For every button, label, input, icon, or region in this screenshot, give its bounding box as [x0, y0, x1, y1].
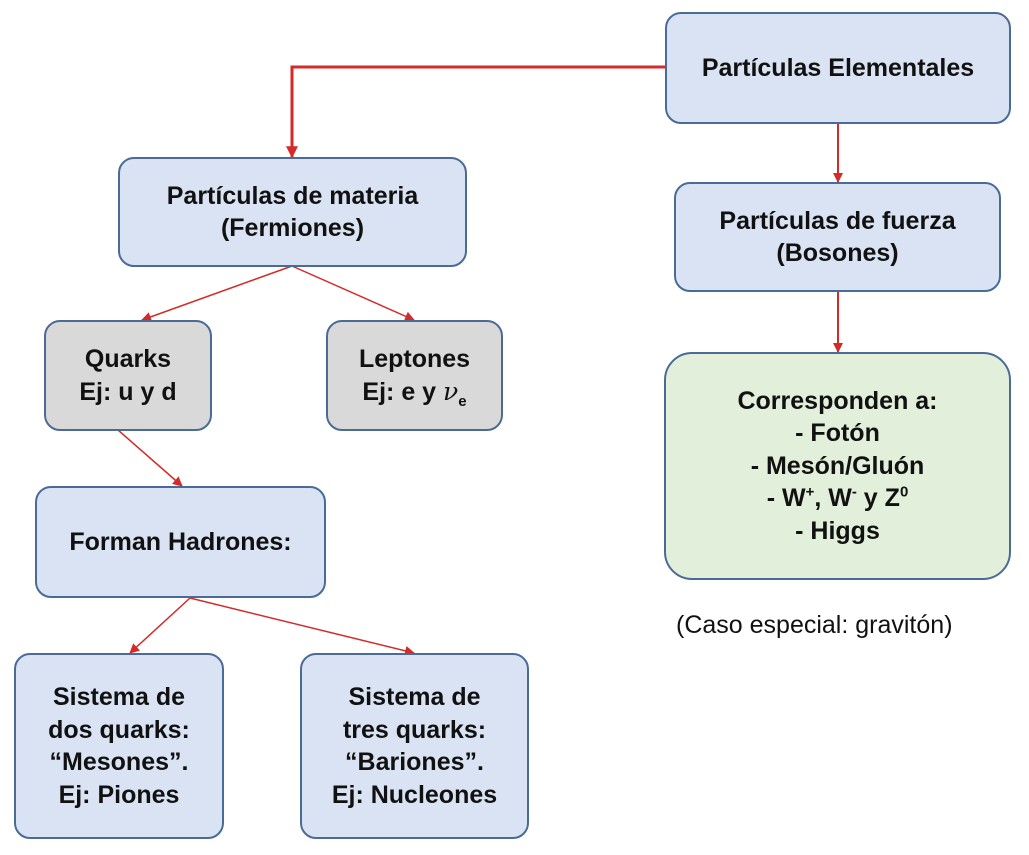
node-mesones: Sistema de dos quarks: “Mesones”. Ej: Pi… — [14, 653, 224, 839]
node-particulas-fuerza: Partículas de fuerza (Bosones) — [674, 182, 1001, 292]
node-forman-hadrones: Forman Hadrones: — [35, 486, 326, 598]
node-label: - Fotón — [795, 419, 880, 448]
w-boson-text: - W — [766, 484, 806, 513]
node-quarks: Quarks Ej: u y d — [44, 320, 212, 431]
node-label: Quarks — [84, 345, 172, 373]
arrow-hadrones-to-mesones — [129, 597, 191, 654]
node-label: Ej: Nucleones — [331, 780, 498, 809]
node-label: Forman Hadrones: — [69, 527, 292, 556]
node-label: “Mesones”. — [49, 748, 189, 776]
node-label: - W+, W- y Z0 — [767, 482, 909, 515]
arrow-quarks-to-hadrones — [117, 429, 183, 487]
arrow-materia-to-quarks — [141, 265, 293, 322]
arrow-elementales-to-materia — [286, 65, 665, 159]
node-bariones: Sistema de tres quarks: “Bariones”. Ej: … — [300, 653, 529, 839]
node-label: Partículas Elementales — [701, 53, 975, 82]
w-minus-superscript: - — [851, 483, 857, 501]
node-label: dos quarks: — [48, 715, 190, 744]
node-label: Ej: e y νe — [362, 376, 466, 409]
node-label: (Bosones) — [776, 239, 899, 267]
node-label: Partículas de fuerza — [719, 206, 956, 235]
node-label: - Higgs — [795, 516, 880, 545]
z-boson-text: y Z — [856, 484, 900, 513]
nu-symbol: ν — [443, 376, 459, 406]
node-corresponden: Corresponden a: - Fotón - Mesón/Gluón - … — [664, 352, 1011, 580]
node-label: Sistema de — [348, 683, 481, 711]
node-label: Ej: Piones — [58, 780, 180, 809]
node-particulas-materia: Partículas de materia (Fermiones) — [118, 157, 467, 267]
node-label: tres quarks: — [342, 715, 487, 744]
w-minus-text: , W — [814, 484, 852, 513]
node-label: Sistema de — [52, 683, 185, 711]
node-leptones: Leptones Ej: e y νe — [326, 320, 503, 431]
arrow-hadrones-to-bariones — [189, 597, 415, 656]
w-plus-superscript: + — [805, 483, 815, 501]
node-particulas-elementales: Partículas Elementales — [665, 12, 1011, 124]
note-caso-especial: (Caso especial: gravitón) — [676, 611, 953, 639]
z-zero-superscript: 0 — [899, 483, 909, 501]
node-label: “Bariones”. — [345, 748, 484, 776]
node-label: (Fermiones) — [220, 214, 365, 242]
leptones-example-text: Ej: e y — [362, 377, 444, 406]
node-label: Ej: u y d — [79, 377, 177, 406]
node-label: Partículas de materia — [166, 181, 419, 210]
arrow-materia-to-leptones — [291, 265, 415, 321]
node-label: Leptones — [358, 345, 471, 373]
nu-subscript: e — [458, 392, 467, 410]
node-label: Corresponden a: — [737, 386, 938, 415]
node-label: - Mesón/Gluón — [750, 451, 925, 480]
